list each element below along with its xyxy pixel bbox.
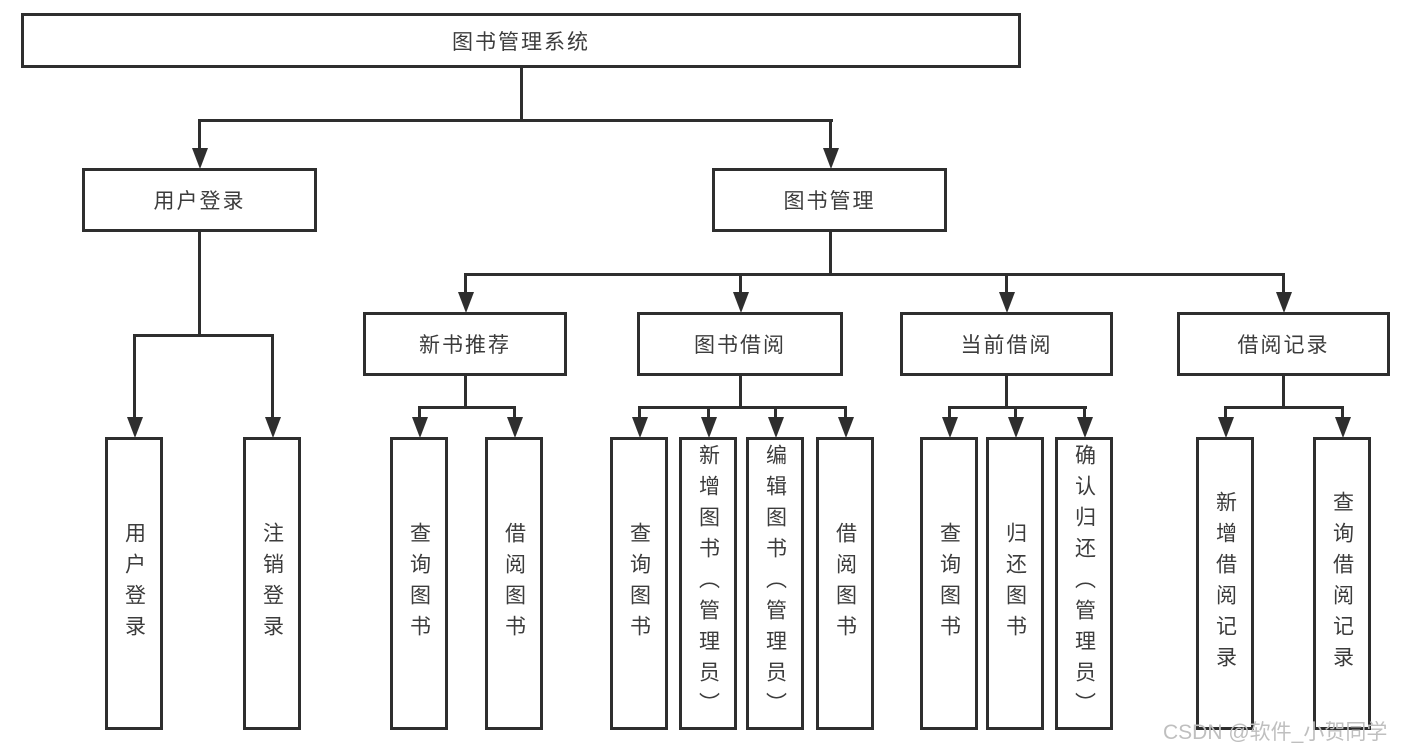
- connector-line: [1282, 376, 1285, 409]
- arrowhead-down-icon: [1335, 417, 1351, 438]
- node-new-book-recommend: 新书推荐: [363, 312, 567, 376]
- connector-line: [1014, 406, 1017, 419]
- arrowhead-down-icon: [999, 292, 1015, 313]
- arrowhead-down-icon: [507, 417, 523, 438]
- leaf-label: 注销登录: [260, 521, 284, 646]
- leaf-label: 归还图书: [1003, 521, 1027, 646]
- leaf-label: 用户登录: [122, 521, 146, 646]
- leaf-label: 新增借阅记录: [1213, 490, 1237, 677]
- arrowhead-down-icon: [1077, 417, 1093, 438]
- connector-line: [418, 406, 516, 409]
- node-label: 新书推荐: [419, 334, 511, 357]
- leaf-edit-books-admin: 编辑图书（管理员）: [746, 437, 804, 730]
- connector-line: [520, 68, 523, 121]
- leaf-label: 查询图书: [407, 521, 431, 646]
- connector-line: [739, 273, 742, 294]
- arrowhead-down-icon: [838, 417, 854, 438]
- leaf-query-books-2: 查询图书: [610, 437, 668, 730]
- leaf-label: 查询借阅记录: [1330, 490, 1354, 677]
- node-book-management: 图书管理: [712, 168, 947, 232]
- connector-line: [1341, 406, 1344, 419]
- leaf-label: 查询图书: [627, 521, 651, 646]
- connector-line: [198, 232, 201, 336]
- connector-line: [1005, 376, 1008, 409]
- connector-line: [1083, 406, 1086, 419]
- connector-line: [707, 406, 710, 419]
- connector-line: [464, 273, 467, 294]
- connector-line: [198, 119, 201, 151]
- arrowhead-down-icon: [458, 292, 474, 313]
- leaf-query-books: 查询图书: [390, 437, 448, 730]
- node-borrowing-records: 借阅记录: [1177, 312, 1390, 376]
- leaf-return-books: 归还图书: [986, 437, 1044, 730]
- node-label: 图书管理: [783, 190, 876, 213]
- node-library-system: 图书管理系统: [21, 13, 1021, 68]
- connector-line: [418, 406, 421, 419]
- node-label: 图书管理系统: [452, 30, 590, 54]
- connector-line: [464, 376, 467, 409]
- connector-line: [271, 334, 274, 419]
- node-label: 当前借阅: [960, 334, 1053, 357]
- node-book-borrowing: 图书借阅: [637, 312, 843, 376]
- arrowhead-down-icon: [412, 417, 428, 438]
- leaf-query-books-3: 查询图书: [920, 437, 978, 730]
- arrowhead-down-icon: [768, 417, 784, 438]
- connector-line: [1224, 406, 1344, 409]
- arrowhead-down-icon: [1276, 292, 1292, 313]
- connector-line: [1224, 406, 1227, 419]
- connector-line: [464, 273, 1285, 276]
- leaf-borrow-books-2: 借阅图书: [816, 437, 874, 730]
- connector-line: [1282, 273, 1285, 294]
- node-label: 借阅记录: [1237, 334, 1330, 357]
- leaf-label: 查询图书: [937, 521, 961, 646]
- connector-line: [829, 119, 832, 151]
- csdn-watermark: CSDN @软件_小贺同学: [1163, 721, 1388, 744]
- arrowhead-down-icon: [701, 417, 717, 438]
- connector-line: [513, 406, 516, 419]
- arrowhead-down-icon: [823, 148, 839, 169]
- connector-line: [198, 119, 833, 122]
- leaf-borrow-books: 借阅图书: [485, 437, 543, 730]
- arrowhead-down-icon: [127, 417, 143, 438]
- arrowhead-down-icon: [632, 417, 648, 438]
- leaf-label: 编辑图书（管理员）: [763, 444, 787, 723]
- arrowhead-down-icon: [942, 417, 958, 438]
- connector-line: [739, 376, 742, 409]
- connector-line: [829, 232, 832, 275]
- leaf-user-login: 用户登录: [105, 437, 163, 730]
- node-label: 用户登录: [153, 190, 246, 213]
- arrowhead-down-icon: [733, 292, 749, 313]
- leaf-query-borrow-record: 查询借阅记录: [1313, 437, 1371, 730]
- connector-line: [133, 334, 274, 337]
- leaf-confirm-return-admin: 确认归还（管理员）: [1055, 437, 1113, 730]
- leaf-add-books-admin: 新增图书（管理员）: [679, 437, 737, 730]
- node-label: 图书借阅: [694, 334, 786, 357]
- leaf-label: 确认归还（管理员）: [1072, 444, 1096, 723]
- leaf-logout: 注销登录: [243, 437, 301, 730]
- arrowhead-down-icon: [192, 148, 208, 169]
- connector-line: [844, 406, 847, 419]
- arrowhead-down-icon: [1218, 417, 1234, 438]
- arrowhead-down-icon: [265, 417, 281, 438]
- connector-line: [774, 406, 777, 419]
- leaf-label: 借阅图书: [833, 521, 857, 646]
- node-user-login: 用户登录: [82, 168, 317, 232]
- node-current-borrowing: 当前借阅: [900, 312, 1113, 376]
- leaf-label: 新增图书（管理员）: [696, 444, 720, 723]
- connector-line: [638, 406, 641, 419]
- connector-line: [638, 406, 847, 409]
- leaf-label: 借阅图书: [502, 521, 526, 646]
- connector-line: [133, 334, 136, 419]
- arrowhead-down-icon: [1008, 417, 1024, 438]
- connector-line: [948, 406, 951, 419]
- connector-line: [1005, 273, 1008, 294]
- leaf-add-borrow-record: 新增借阅记录: [1196, 437, 1254, 730]
- connector-line: [948, 406, 1087, 409]
